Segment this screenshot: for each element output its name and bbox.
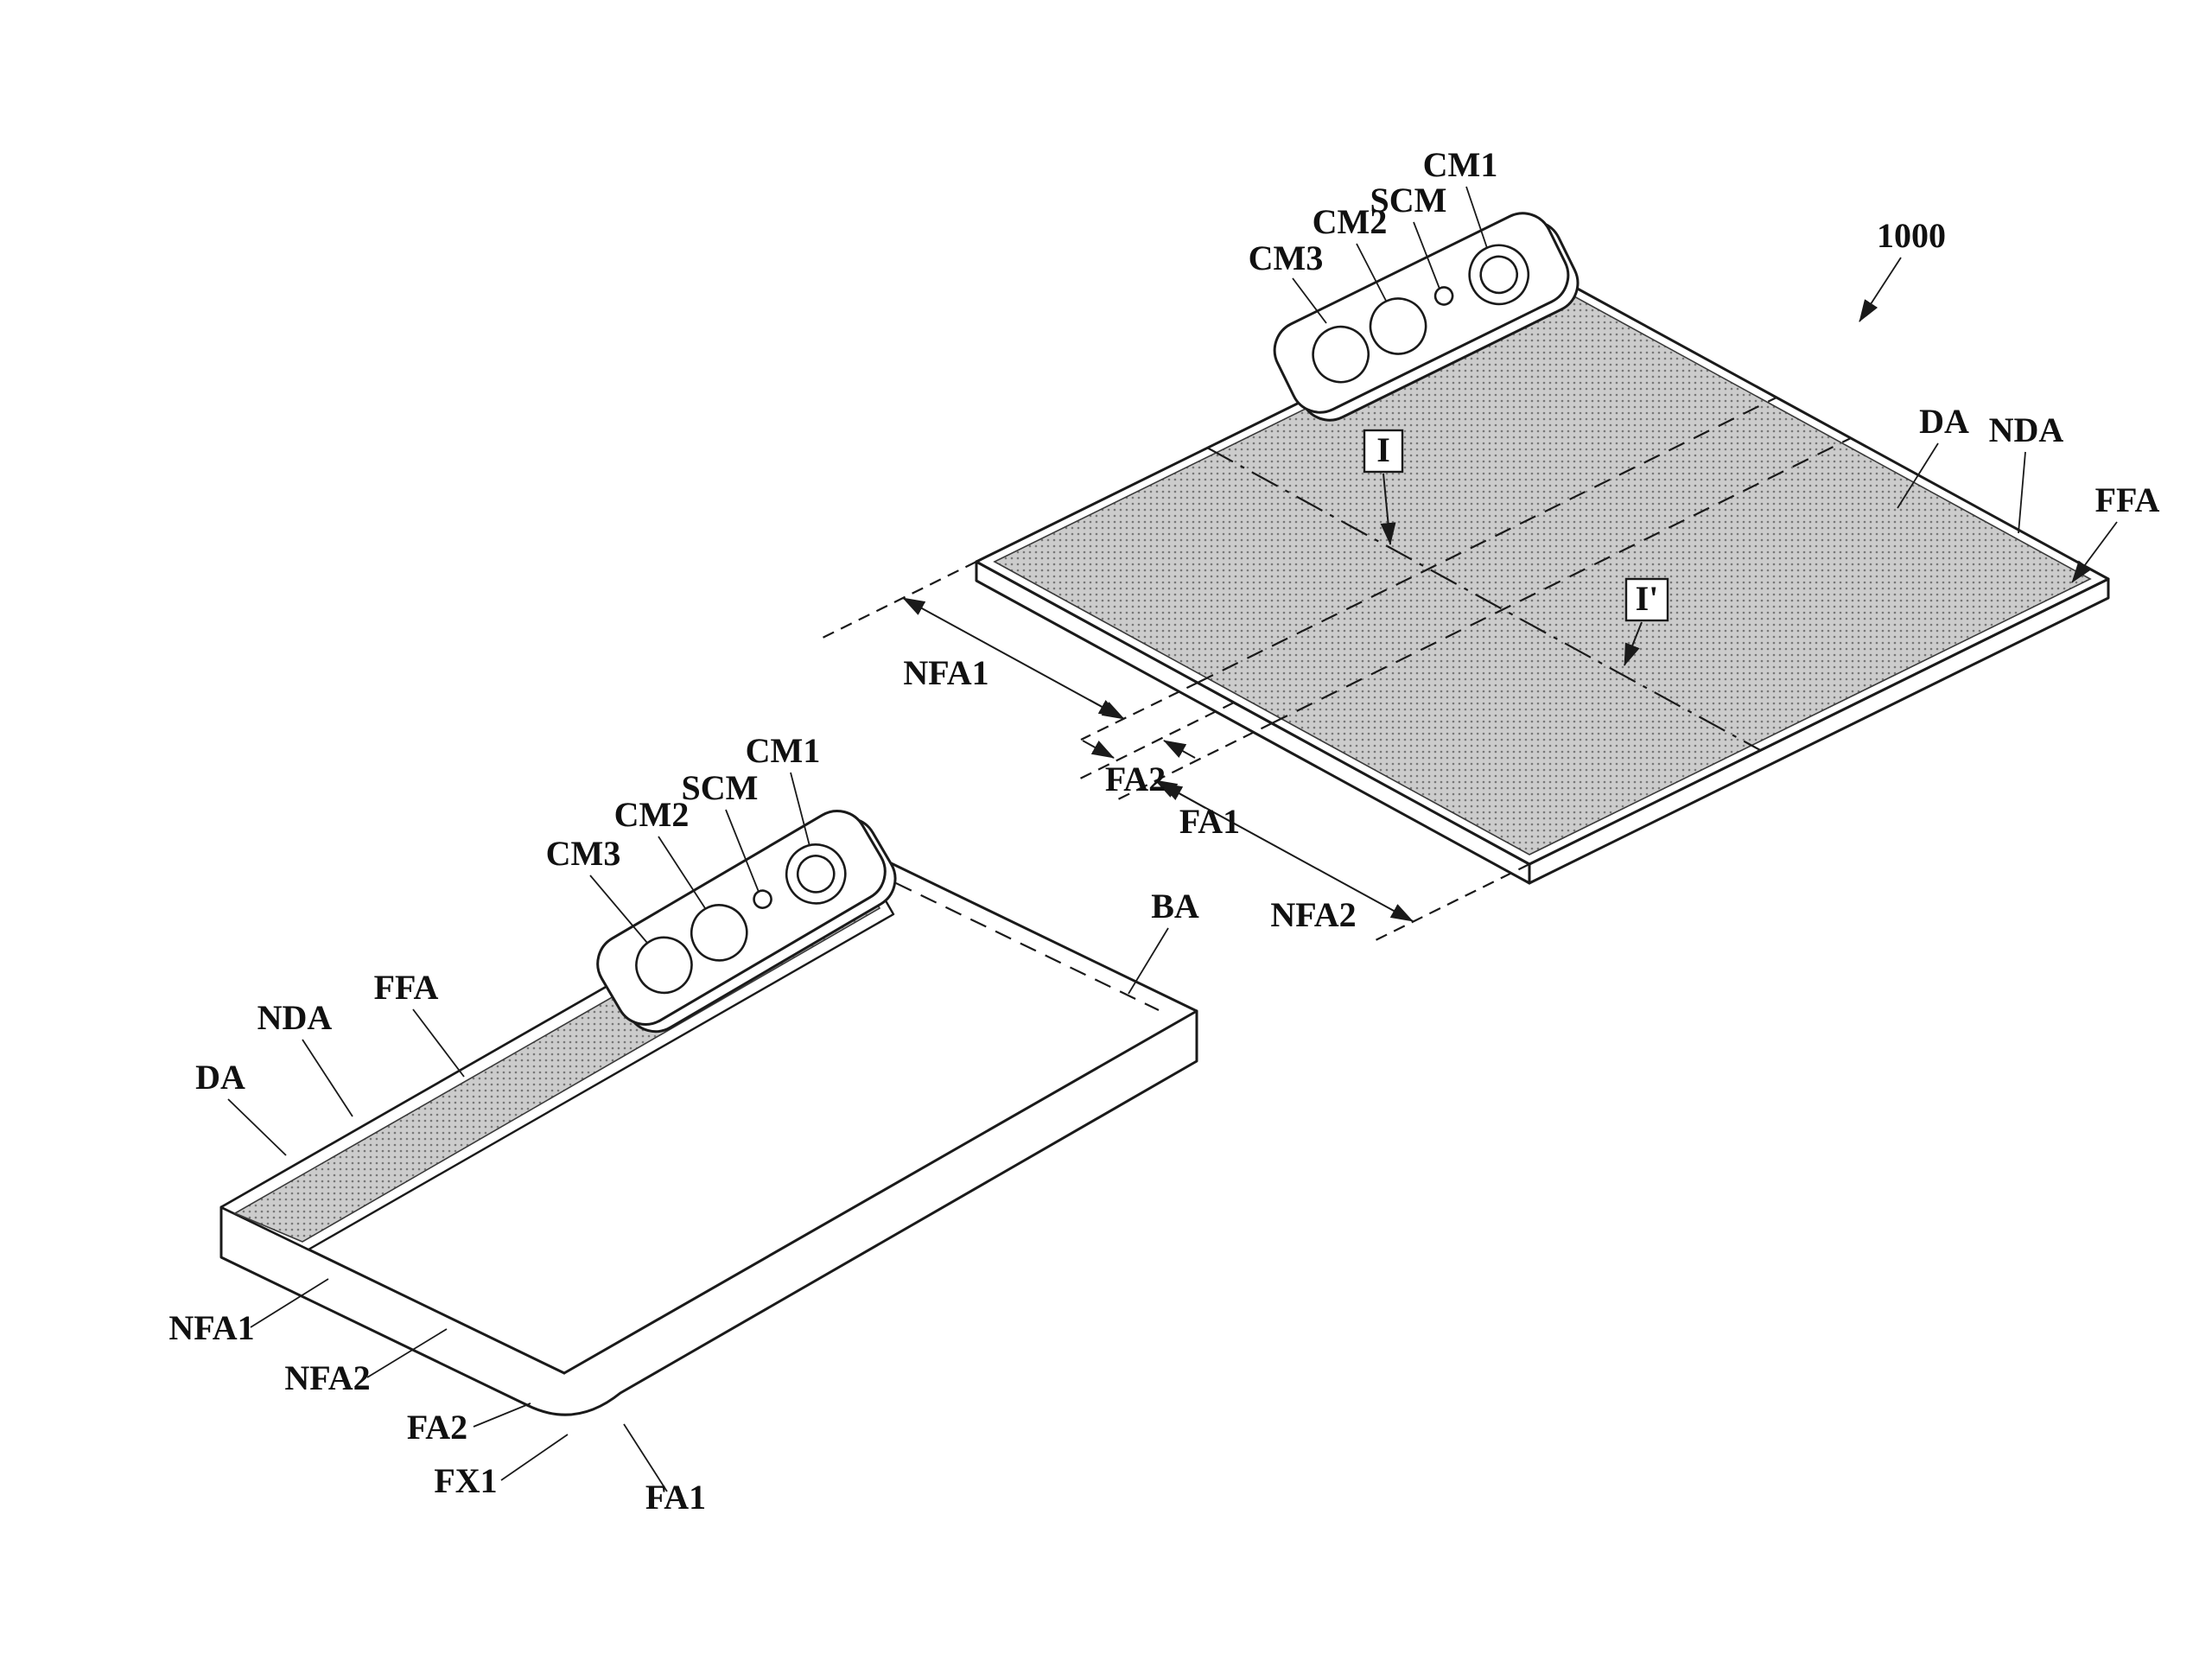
label-nfa2-unfolded: NFA2 xyxy=(1270,895,1356,934)
label-ba: BA xyxy=(1151,887,1199,925)
label-nfa1-unfolded: NFA1 xyxy=(903,653,988,692)
lens-cm1-inner xyxy=(796,855,836,894)
camera-module-unfolded xyxy=(1273,212,1580,422)
label-fa2-folded: FA2 xyxy=(407,1408,467,1447)
folded-body xyxy=(219,843,1198,1416)
lens-cm3 xyxy=(1312,325,1370,384)
label-fa1-folded: FA1 xyxy=(645,1478,706,1517)
label-fa2-unfolded: FA2 xyxy=(1105,760,1166,798)
label-cm2-folded: CM2 xyxy=(614,795,690,834)
lens-cm3 xyxy=(635,936,693,995)
label-reference-number: 1000 xyxy=(1877,216,1946,255)
label-nda-unfolded: NDA xyxy=(1989,410,2064,449)
label-cm2-unfolded: CM2 xyxy=(1313,202,1388,241)
label-fa1-unfolded: FA1 xyxy=(1179,802,1240,841)
section-marker-i: I xyxy=(1363,429,1404,545)
label-nda-folded: NDA xyxy=(257,998,333,1037)
section-label-i-prime: I' xyxy=(1636,579,1659,618)
unfolded-device: I I' CM3 CM2 SCM CM1 1000 DA NDA FFA NFA… xyxy=(817,145,2160,944)
lens-cm1-inner xyxy=(1479,255,1519,295)
section-line xyxy=(1206,447,1761,751)
label-cm1-folded: CM1 xyxy=(746,731,821,770)
label-fx1: FX1 xyxy=(434,1461,497,1500)
fold-line-fa2 xyxy=(1197,397,1777,684)
leader-lines-unfolded xyxy=(1292,186,2118,583)
label-nfa1-folded: NFA1 xyxy=(168,1308,254,1347)
dimension-extensions xyxy=(817,561,1530,944)
label-da-folded: DA xyxy=(195,1058,245,1097)
leader-lines-folded xyxy=(227,772,1169,1492)
lens-cm2 xyxy=(690,904,748,962)
lens-cm2 xyxy=(1369,297,1427,355)
label-cm1-unfolded: CM1 xyxy=(1423,145,1498,184)
fold-line-fa1 xyxy=(1271,437,1852,724)
label-ffa-folded: FFA xyxy=(374,968,439,1007)
label-scm-folded: SCM xyxy=(682,768,759,807)
label-da-unfolded: DA xyxy=(1919,402,1969,441)
folded-front-right-edge xyxy=(563,1009,1198,1375)
label-cm3-folded: CM3 xyxy=(546,834,621,873)
section-marker-i-prime: I' xyxy=(1624,577,1669,666)
section-label-i: I xyxy=(1376,430,1390,469)
dimension-nfa2 xyxy=(1154,779,1414,922)
folded-device: CM1 SCM CM2 CM3 FFA NDA DA BA NFA1 NFA2 … xyxy=(168,731,1199,1517)
dimension-nfa1 xyxy=(902,597,1125,720)
label-scm-unfolded: SCM xyxy=(1370,181,1447,219)
camera-module-folded xyxy=(596,810,897,1034)
label-nfa2-folded: NFA2 xyxy=(284,1358,370,1397)
label-ffa-unfolded: FFA xyxy=(2095,480,2160,519)
label-cm3-unfolded: CM3 xyxy=(1249,239,1324,277)
dimension-fa2 xyxy=(1089,699,1196,759)
